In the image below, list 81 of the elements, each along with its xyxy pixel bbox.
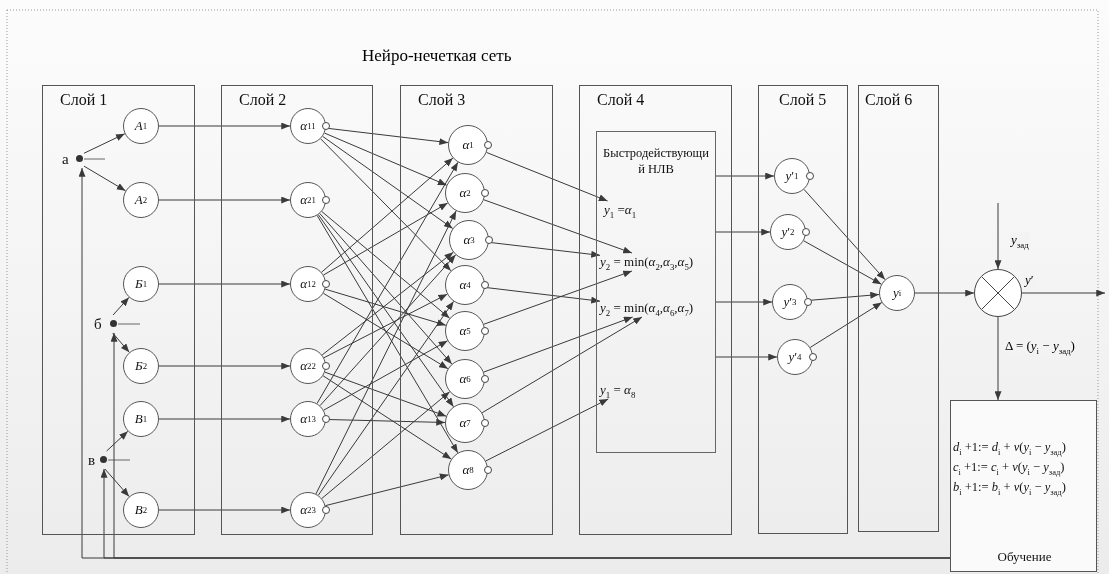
diagram-title: Нейро-нечеткая сеть [362, 46, 512, 66]
arrow [324, 473, 450, 507]
layer-panel [400, 85, 553, 535]
arrow [83, 133, 126, 154]
arrow [323, 340, 449, 411]
arrow [483, 270, 633, 325]
arrow [316, 161, 459, 404]
arrow [994, 202, 1002, 270]
arrow [803, 188, 886, 281]
arrow [715, 298, 773, 306]
arrow [158, 362, 291, 370]
rule-block [596, 131, 716, 453]
layer-title: Слой 4 [597, 91, 645, 109]
block-title: Быстродействующий НЛВ [602, 146, 710, 178]
arrow [323, 293, 448, 359]
arrow [158, 506, 291, 514]
arrow [803, 240, 882, 285]
layer-panel [579, 85, 732, 535]
arrow [112, 296, 130, 316]
arrow [158, 280, 291, 288]
arrow [323, 202, 449, 276]
arrow [112, 332, 130, 353]
multiplier-circle [974, 269, 1022, 317]
arrow [486, 151, 609, 202]
layer-title: Слой 3 [418, 91, 466, 109]
arrow [319, 213, 453, 365]
formula: c$_{i}$ +1:= c$_{i}$ + v(y$_{i}$ − y$_{зад}$) [953, 459, 1066, 477]
arrow [317, 300, 455, 496]
layer-panel [42, 85, 195, 535]
layer-panel [858, 85, 939, 532]
layer-title: Слой 2 [239, 91, 287, 109]
arrow [994, 316, 1002, 401]
arrow [322, 375, 452, 460]
arrow [316, 215, 459, 454]
formula: y$_{1}$ = α$_{8}$ [600, 381, 652, 399]
arrow [322, 292, 449, 370]
arrow [319, 254, 457, 407]
arrow [809, 302, 883, 348]
arrow [321, 157, 454, 273]
arrow [158, 196, 291, 204]
layer-title: Слой 5 [779, 91, 827, 109]
arrow [322, 135, 454, 229]
arrow [1021, 289, 1106, 297]
arrow [158, 122, 291, 130]
learning-block [950, 400, 1097, 572]
block-caption: Обучение [996, 549, 1053, 565]
layer-title: Слой 1 [60, 91, 108, 109]
arrow [321, 251, 454, 356]
arrow [324, 371, 447, 417]
arrow [324, 288, 447, 327]
arrow [321, 211, 451, 319]
formula: y$_{1}$ =α$_{1}$ [604, 201, 656, 219]
arrow [715, 353, 778, 361]
arrow [914, 289, 975, 297]
formula: d$_{i}$ +1:= d$_{i}$ + v(y$_{i}$ − y$_{зад}$) [953, 439, 1067, 457]
arrow [158, 415, 291, 423]
formula: b$_{i}$ +1:= b$_{i}$ + v(y$_{i}$ − y$_{зад}$) [953, 479, 1067, 497]
arrow [715, 172, 775, 180]
layer-title: Слой 6 [865, 91, 913, 109]
arrow [483, 199, 633, 254]
arrow [485, 398, 609, 462]
arrow [324, 132, 448, 186]
layer-panel [221, 85, 373, 535]
arrow [83, 165, 127, 192]
arrow [317, 214, 454, 408]
edge-label: Δ = (y$_{i}$ − y$_{зад}$) [1004, 338, 1076, 354]
arrow [483, 316, 634, 373]
arrow [104, 468, 130, 497]
input-label: а [62, 150, 69, 168]
layer-panel [758, 85, 848, 534]
arrow [481, 316, 643, 414]
formula: y$_{2}$ = min(α$_{2}$,α$_{3}$,α$_{5}$) [600, 253, 714, 271]
input-label: в [88, 451, 96, 469]
arrow [106, 430, 129, 452]
formula: y$_{2}$ = min(α$_{4}$,α$_{6}$,α$_{7}$) [600, 299, 714, 317]
arrow [315, 210, 457, 495]
arrow [320, 138, 452, 272]
arrow [715, 228, 771, 236]
input-label: б [94, 315, 102, 333]
arrow [100, 468, 951, 559]
arrow [321, 391, 451, 499]
